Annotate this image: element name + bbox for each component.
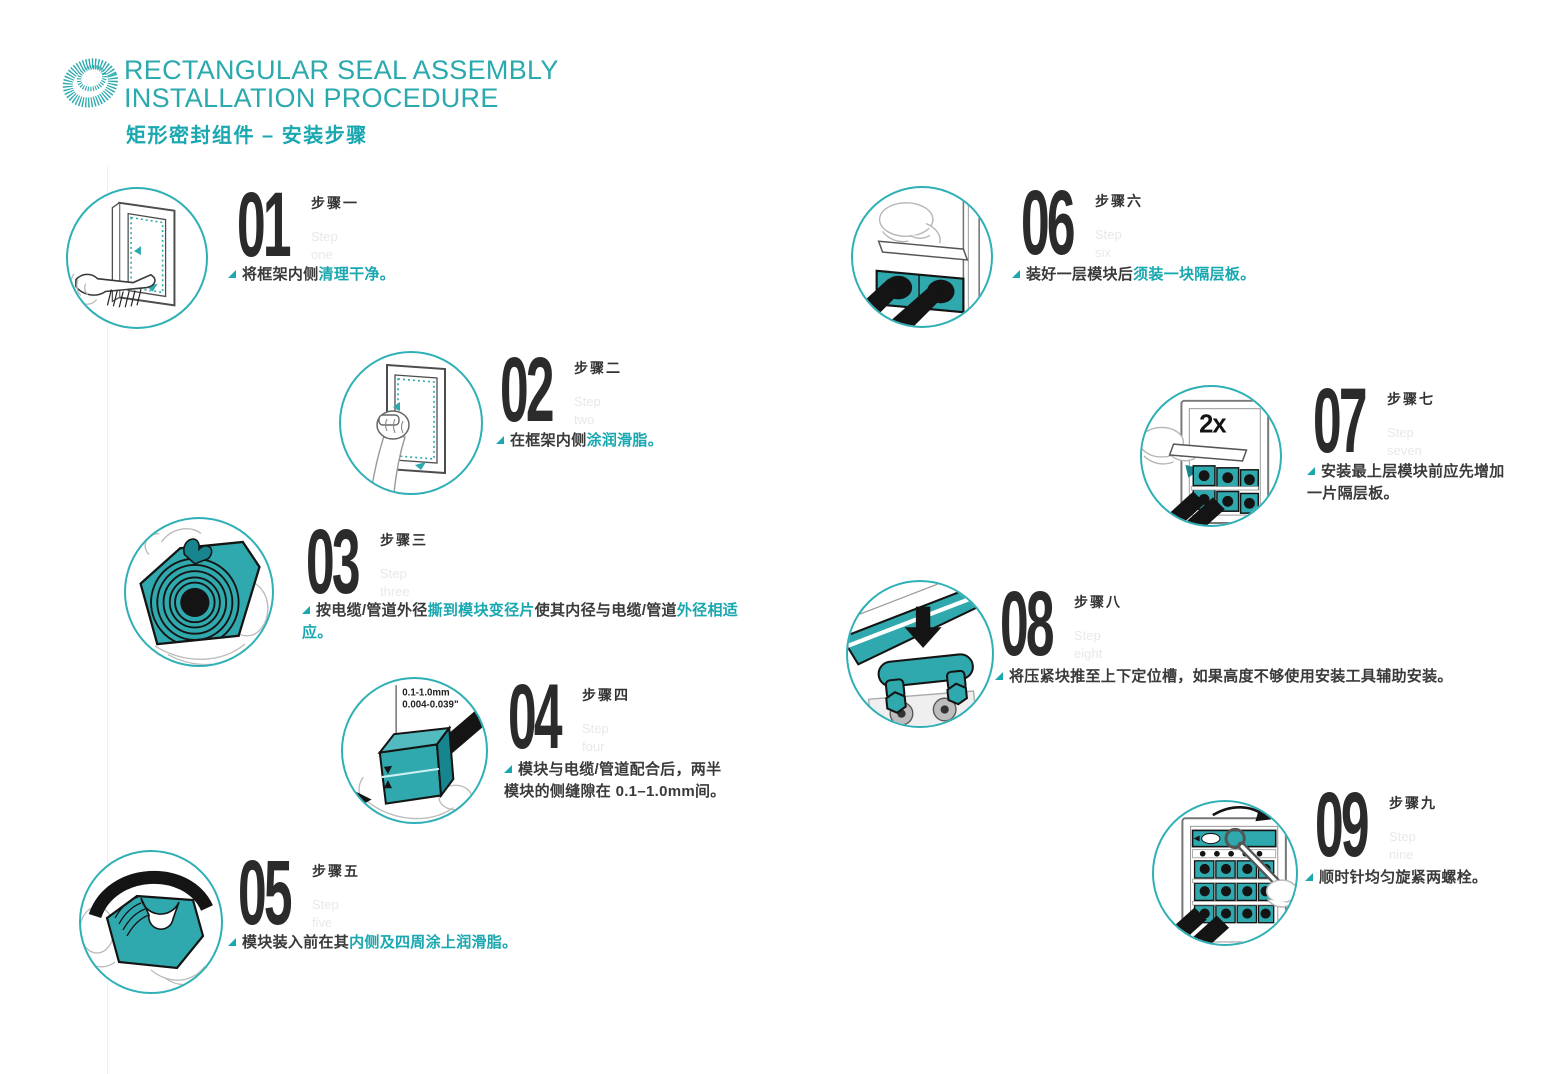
tighten-bolts-wrench-icon (1154, 806, 1296, 944)
step-label-zh: 步骤二 (574, 360, 622, 376)
step-1-description: 将框架内侧清理干净。 (228, 264, 395, 286)
page-title-line1: RECTANGULAR SEAL ASSEMBLY (124, 55, 559, 85)
frame-brush-icon (69, 201, 176, 308)
description-text: 将压紧块推至上下定位槽，如果高度不够使用安装工具辅助安装。 (1009, 668, 1453, 685)
description-text: 顺时针均匀旋紧两螺栓。 (1319, 869, 1488, 886)
step-3-illustration (124, 517, 274, 667)
module-gap-measure-icon: 0.1-1.0mm 0.004-0.039" (347, 685, 486, 820)
step-label-zh: 步骤三 (380, 532, 428, 548)
step-6-illustration (851, 186, 993, 328)
module-peel-icon (139, 528, 269, 665)
step-number: 04 (508, 666, 563, 768)
description-highlight: 须装一块隔层板。 (1133, 266, 1256, 283)
description-text: 模块与电缆/管道配合后，两半模块的侧缝隙在 0.1–1.0mm间。 (504, 761, 726, 800)
step-8-illustration (846, 580, 994, 728)
triangle-marker-icon (1012, 270, 1020, 278)
step-number: 03 (306, 511, 361, 613)
description-highlight: 外径相适应。 (302, 602, 739, 641)
description-highlight: 清理干净。 (318, 266, 396, 283)
description-text: 装好一层模块后 (1026, 266, 1134, 283)
top-separator-plate-icon: 2x (1142, 399, 1270, 525)
step-number: 01 (237, 174, 292, 276)
description-text: 模块装入前在其 (242, 934, 350, 951)
step-3-description: 按电缆/管道外径撕到模块变径片使其内径与电缆/管道外径相适应。 (302, 600, 742, 644)
description-text: 安装最上层模块前应先增加一片隔层板。 (1307, 463, 1505, 502)
svg-text:0.1-1.0mm: 0.1-1.0mm (402, 687, 450, 698)
step-label-zh: 步骤七 (1387, 391, 1435, 407)
step-label-zh: 步骤四 (582, 687, 630, 703)
step-9-description: 顺时针均匀旋紧两螺栓。 (1305, 867, 1487, 889)
triangle-marker-icon (995, 672, 1003, 680)
step-label-zh: 步骤九 (1389, 795, 1437, 811)
step-9-illustration (1152, 800, 1298, 946)
step-2-description: 在框架内侧涂润滑脂。 (496, 430, 663, 452)
triangle-marker-icon (496, 436, 504, 444)
step-label-zh: 步骤六 (1095, 193, 1143, 209)
module-lubricate-icon (81, 871, 213, 986)
step-4-illustration: 0.1-1.0mm 0.004-0.039" (341, 677, 488, 824)
step-7-description: 安装最上层模块前应先增加一片隔层板。 (1307, 461, 1512, 505)
triangle-marker-icon (228, 938, 236, 946)
svg-text:2x: 2x (1199, 410, 1227, 438)
description-highlight: 涂润滑脂。 (586, 432, 664, 449)
step-5-description: 模块装入前在其内侧及四周涂上润滑脂。 (228, 932, 517, 954)
description-text: 按电缆/管道外径 (316, 602, 428, 619)
step-number: 07 (1313, 370, 1368, 472)
step-number: 09 (1315, 774, 1370, 876)
description-highlight: 内侧及四周涂上润滑脂。 (349, 934, 518, 951)
triangle-marker-icon (1307, 467, 1315, 475)
step-2-illustration (339, 351, 483, 495)
separator-plate-insert-icon (853, 191, 980, 326)
step-1-illustration (66, 187, 208, 329)
step-label-zh: 步骤八 (1074, 594, 1122, 610)
description-text: 将框架内侧 (242, 266, 319, 283)
svg-text:0.004-0.039": 0.004-0.039" (402, 700, 458, 711)
step-label-zh: 步骤五 (312, 863, 360, 879)
step-7-illustration: 2x (1140, 385, 1282, 527)
page-subtitle-zh: 矩形密封组件 – 安装步骤 (126, 125, 368, 147)
step-number: 05 (238, 842, 293, 944)
description-text: 使其内径与电缆/管道 (534, 602, 677, 619)
page-title-line2: INSTALLATION PROCEDURE (124, 83, 499, 113)
step-8-description: 将压紧块推至上下定位槽，如果高度不够使用安装工具辅助安装。 (995, 666, 1453, 688)
compression-block-icon (848, 582, 992, 726)
step-label-zh: 步骤一 (311, 195, 359, 211)
triangle-marker-icon (302, 606, 310, 614)
step-5-illustration (79, 850, 223, 994)
step-6-description: 装好一层模块后须装一块隔层板。 (1012, 264, 1256, 286)
step-number: 06 (1021, 172, 1076, 274)
brand-logo (60, 49, 122, 120)
triangle-marker-icon (504, 765, 512, 773)
description-highlight: 撕到模块变径片 (427, 602, 535, 619)
description-text: 在框架内侧 (510, 432, 587, 449)
frame-grease-icon (370, 363, 446, 493)
column-guide-line (107, 165, 108, 1074)
triangle-marker-icon (228, 270, 236, 278)
step-4-description: 模块与电缆/管道配合后，两半模块的侧缝隙在 0.1–1.0mm间。 (504, 759, 736, 803)
page-title: RECTANGULAR SEAL ASSEMBLY INSTALLATION P… (124, 56, 559, 112)
triangle-marker-icon (1305, 873, 1313, 881)
step-number: 02 (500, 339, 555, 441)
step-number: 08 (1000, 573, 1055, 675)
